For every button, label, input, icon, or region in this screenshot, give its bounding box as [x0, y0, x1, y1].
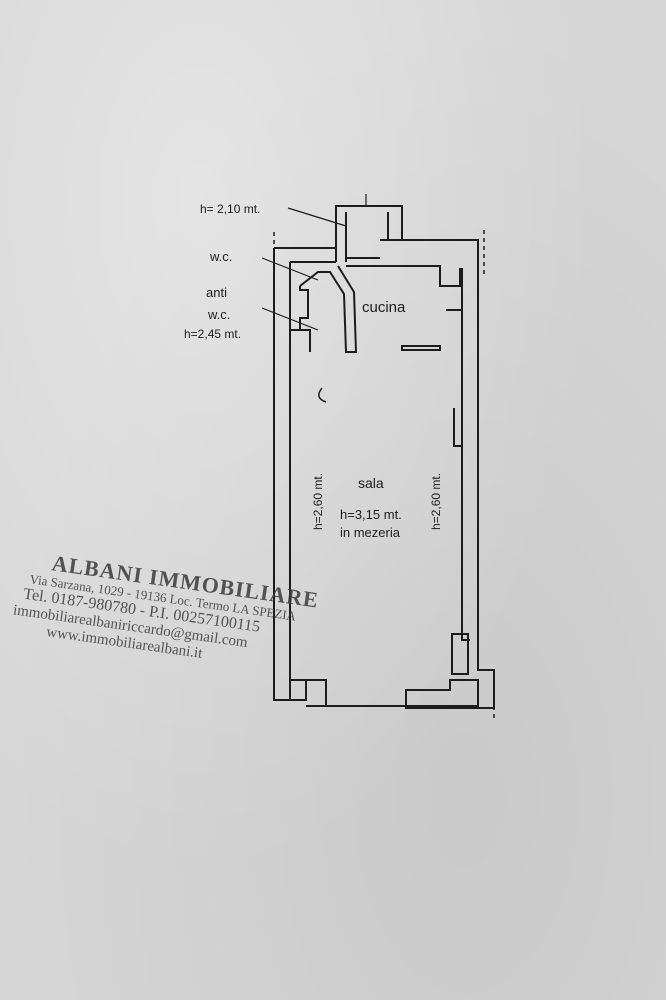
label-h-stair: h= 2,10 mt. — [200, 202, 261, 216]
top-wall-inner-right — [380, 265, 461, 287]
label-h-left: h=2,60 mt. — [311, 472, 325, 530]
label-h-sala: h=3,15 mt. — [340, 507, 402, 522]
outer-right-wall — [477, 248, 495, 709]
leader-wc — [261, 257, 319, 281]
top-wall-right — [380, 239, 479, 248]
antiwc-left-wall — [299, 286, 311, 352]
right-inner-wall — [461, 268, 470, 641]
stair-niche — [335, 205, 403, 262]
door-marker — [318, 387, 327, 403]
column-bottom-right — [451, 633, 469, 675]
cucina-partition — [401, 345, 441, 351]
label-in-mezeria: in mezeria — [340, 525, 400, 540]
label-sala: sala — [358, 475, 384, 491]
leader-antiwc — [261, 307, 319, 331]
bottom-right-block — [405, 679, 479, 709]
label-cucina: cucina — [362, 299, 406, 316]
wc-partition — [299, 265, 358, 353]
label-anti: anti — [206, 285, 227, 300]
stair-steps — [346, 257, 380, 267]
label-wc: w.c. — [210, 249, 233, 264]
label-h-right: h=2,60 mt. — [429, 472, 443, 530]
bottom-left-block — [306, 679, 327, 706]
leader-stair — [287, 207, 347, 227]
bottom-wall — [274, 679, 307, 701]
cucina-right-wall — [440, 285, 462, 311]
sala-right-jog — [453, 408, 462, 447]
label-h-antiwc: h=2,45 mt. — [184, 327, 242, 341]
label-anti-wc: w.c. — [208, 307, 231, 322]
